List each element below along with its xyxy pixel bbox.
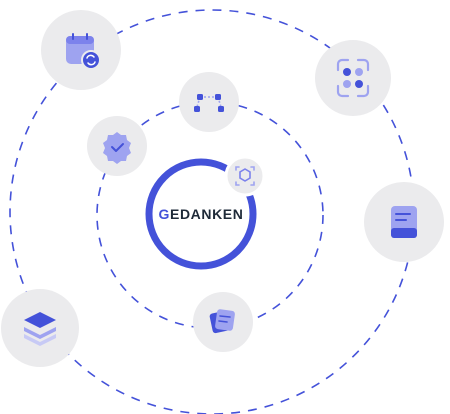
- document-icon: [391, 206, 417, 238]
- brand-logo-rest: EDANKEN: [170, 206, 243, 222]
- nodes-network-icon: [194, 94, 224, 112]
- verified-badge-icon: [103, 132, 131, 164]
- calendar-sync-node[interactable]: [41, 10, 121, 90]
- brand-logo-text: GEDANKEN: [159, 206, 244, 222]
- focus-cube-icon: [235, 166, 255, 186]
- focus-node[interactable]: [224, 155, 266, 197]
- scan-apps-icon: [336, 58, 370, 98]
- layers-node[interactable]: [1, 289, 79, 367]
- scan-apps-node[interactable]: [315, 40, 391, 116]
- nodes-network-node[interactable]: [179, 72, 239, 132]
- document-node[interactable]: [364, 182, 444, 262]
- calendar-sync-icon: [66, 33, 101, 70]
- notes-node[interactable]: [193, 292, 253, 352]
- center-logo-ring: [145, 158, 257, 270]
- layers-icon: [24, 312, 56, 346]
- verified-node[interactable]: [87, 116, 147, 176]
- notes-stack-icon: [209, 309, 235, 334]
